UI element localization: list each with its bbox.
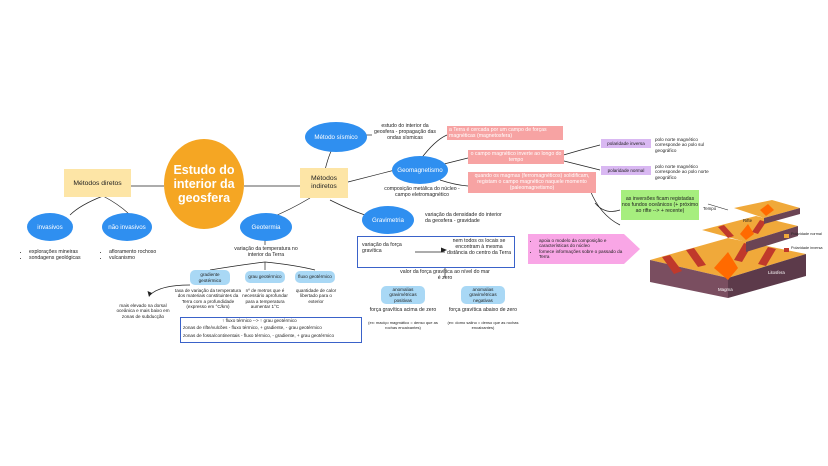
fluxo-desc: quantidade de calor libertado para o ext… <box>295 288 337 304</box>
nem-todos-text: nem todos os locais se encontram à mesma… <box>447 238 511 257</box>
litosfera-label: Litosfera <box>768 270 785 275</box>
anomalias-positivas-label: anomalias gravimétricas positivas <box>389 286 417 303</box>
list-item: explorações mineiras <box>29 249 109 255</box>
grau-desc: nº de metros que é necessário aprofundar… <box>242 288 288 310</box>
variacao-forca-label: variação da força gravítica <box>362 242 402 255</box>
gravimetria-desc: variação da densidade do interior da geo… <box>425 212 502 225</box>
legend-normal: Polaridade normal <box>791 232 822 236</box>
geo-fact-2: o campo magnético inverte ao longo do te… <box>468 150 564 165</box>
metodo-sismico-label: Método sísmico <box>314 133 358 141</box>
anomalias-positivas-node[interactable]: anomalias gravimétricas positivas <box>381 286 425 304</box>
gradiente-node[interactable]: gradiente geotérmico <box>190 270 230 285</box>
geo-fact-3: quando os magmas (ferromagnéticos) solid… <box>468 172 596 193</box>
gravimetria-node[interactable]: Gravimetria <box>362 206 414 234</box>
seafloor-diagram <box>650 200 806 298</box>
fluxo-node[interactable]: fluxo geotérmico <box>295 271 335 283</box>
metodos-diretos-node[interactable]: Métodos diretos <box>64 169 131 197</box>
metodos-indiretos-node[interactable]: Métodos indiretos <box>300 168 348 198</box>
gradiente-desc: taxa de variação da temperatura dos mate… <box>174 288 242 310</box>
gravimetria-label: Gravimetria <box>372 216 404 224</box>
magma-label: Magma <box>718 287 733 292</box>
polaridade-normal-tag: polaridade normal <box>601 166 651 175</box>
nao-invasivos-label: não invasivos <box>108 223 146 231</box>
invasivos-list: explorações mineiras sondagens geológica… <box>22 249 109 261</box>
list-item: fornece informações sobre o passado da T… <box>539 249 629 260</box>
legend-inversa: Polaridade inversa <box>791 246 823 250</box>
tempo-label: Tempo <box>703 206 717 211</box>
list-item: afloramento rochoso <box>109 249 179 255</box>
anomalias-negativas-label: anomalias gravimétricas negativas <box>469 286 497 303</box>
rifte-label: Rifte <box>743 218 753 223</box>
polaridade-inversa-label: polaridade inversa <box>607 140 645 146</box>
geomagnetismo-node[interactable]: Geomagnetismo <box>392 156 448 184</box>
gravimetria-frame <box>357 236 515 268</box>
polaridade-inversa-tag: polaridade inversa <box>601 139 651 148</box>
central-topic-label: Estudo do interior da geosfera <box>173 163 235 205</box>
valor-forca-text: valor da força gravítica ao nível do mar… <box>400 269 490 282</box>
fluxo-label: fluxo geotérmico <box>298 274 332 280</box>
apoia-arrow-shape <box>528 234 640 264</box>
geomagnetismo-label: Geomagnetismo <box>397 166 443 174</box>
inversoes-box: as inversões ficam registadas nos fundos… <box>621 190 699 220</box>
geotermia-line-1: ↑ fluxo térmico --> ↑ grau geotérmico <box>222 318 297 323</box>
anom-neg-desc: força gravítica abaixo de zero <box>448 307 518 313</box>
anom-neg-sub: (ex: domo salino = denso que as rochas e… <box>447 320 519 330</box>
grau-node[interactable]: grau geotérmico <box>245 271 285 283</box>
gradiente-label: gradiente geotérmico <box>198 272 222 283</box>
geotermia-line-3: zonas de fossa/continentais - fluxo térm… <box>183 333 335 338</box>
polaridade-normal-desc: polo norte magnético corresponde ao polo… <box>655 164 709 180</box>
geotermia-line-2: zonas de rifte/vulcões - fluxo térmico, … <box>183 325 322 330</box>
metodos-diretos-label: Métodos diretos <box>73 179 122 187</box>
geotermia-label: Geotermia <box>251 223 281 231</box>
polaridade-normal-label: polaridade normal <box>607 167 645 173</box>
sismico-desc: estudo do interior da geosfera - propaga… <box>373 123 436 142</box>
anom-pos-sub: (ex: maciço magmático = denso que as roc… <box>368 320 438 330</box>
geotermia-summary-box <box>180 317 362 343</box>
apoia-list: apoia o modelo da composição e caracterí… <box>532 238 629 260</box>
polaridade-inversa-desc: polo norte magnético corresponde ao polo… <box>655 137 705 153</box>
anomalias-negativas-node[interactable]: anomalias gravimétricas negativas <box>461 286 505 304</box>
invasivos-label: invasivos <box>37 223 63 231</box>
list-item: vulcanismo <box>109 255 179 261</box>
geo-fact-1: a Terra é cercada por um campo de forças… <box>447 126 563 141</box>
anom-pos-desc: força gravítica acima de zero <box>369 307 437 313</box>
grau-label: grau geotérmico <box>248 274 282 280</box>
mais-elevado-text: mais elevado na dorsal oceânica e mais b… <box>116 303 170 319</box>
metodos-indiretos-label: Métodos indiretos <box>310 175 338 190</box>
list-item: sondagens geológicas <box>29 255 109 261</box>
nao-invasivos-list: afloramento rochoso vulcanismo <box>102 249 179 261</box>
invasivos-node[interactable]: invasivos <box>27 213 73 241</box>
nao-invasivos-node[interactable]: não invasivos <box>102 213 152 241</box>
inversoes-text: as inversões ficam registadas nos fundos… <box>621 195 699 215</box>
metodo-sismico-node[interactable]: Método sísmico <box>305 122 367 152</box>
geotermia-node[interactable]: Geotermia <box>240 213 292 241</box>
composicao-desc: composição metálica do núcleo - campo el… <box>384 186 460 199</box>
geotermia-desc: variação da temperatura no interior da T… <box>234 246 298 259</box>
list-item: apoia o modelo da composição e caracterí… <box>539 238 629 249</box>
central-topic[interactable]: Estudo do interior da geosfera <box>164 139 244 229</box>
